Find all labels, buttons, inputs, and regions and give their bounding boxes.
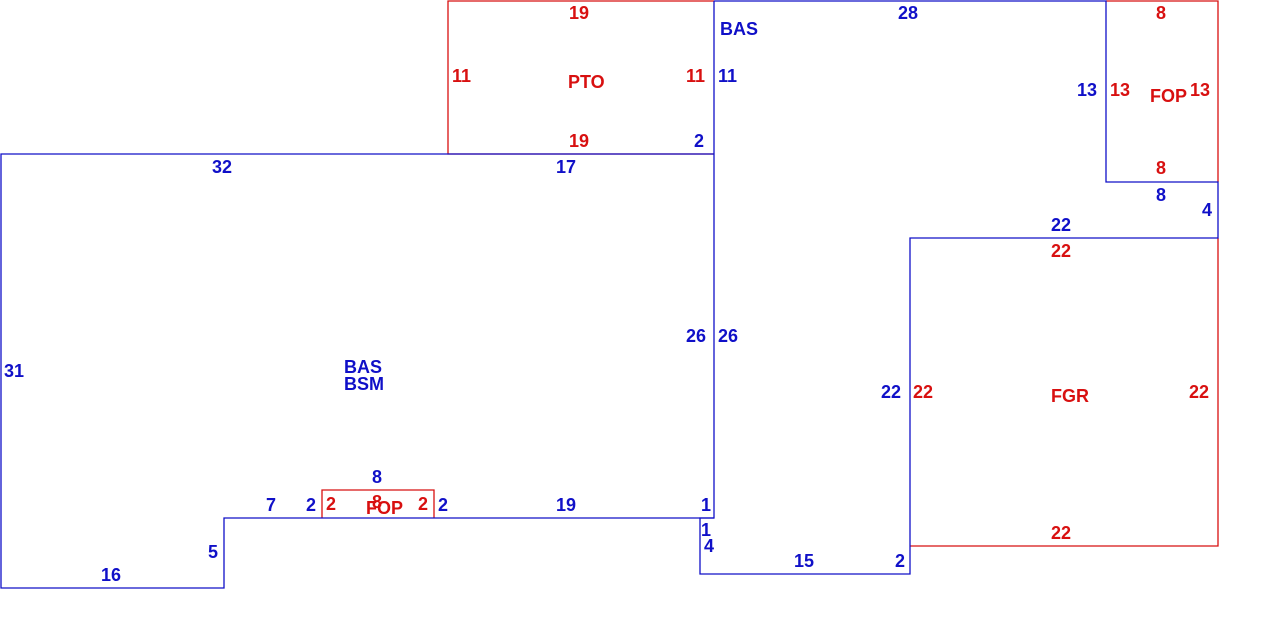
dim-main-step-vertical: 5 — [208, 542, 218, 562]
dim-pto-bottom: 19 — [569, 131, 589, 151]
dim-right-left-lower: 4 — [704, 536, 714, 556]
dim-fgr-right: 22 — [1189, 382, 1209, 402]
dim-main-right-step: 1 — [701, 495, 711, 515]
dim-main-bottom-left: 16 — [101, 565, 121, 585]
dim-right-pto-bottom: 2 — [694, 131, 704, 151]
bsm-code: BSM — [344, 374, 384, 394]
dim-main-fop-top: 8 — [372, 467, 382, 487]
dim-fop-bottom-left: 2 — [326, 494, 336, 514]
pto-code: PTO — [568, 72, 605, 92]
fop-top-outline — [1106, 0, 1219, 182]
dim-main-bottom-right: 19 — [556, 495, 576, 515]
dim-fop-bottom-top: 8 — [372, 492, 382, 512]
dim-right-fgr-side: 22 — [881, 382, 901, 402]
dim-right-fgr-top: 22 — [1051, 215, 1071, 235]
bas-right-code: BAS — [720, 19, 758, 39]
dim-right-fop-side: 13 — [1077, 80, 1097, 100]
dim-fop-top-right: 13 — [1190, 80, 1210, 100]
bas-right-outline — [699, 0, 1219, 575]
dim-main-left: 31 — [4, 361, 24, 381]
dim-main-fop-left: 2 — [306, 495, 316, 515]
fgr-outline — [910, 238, 1219, 547]
bas-main-code: BAS — [344, 357, 382, 377]
dim-pto-left: 11 — [452, 66, 471, 86]
dim-main-right-inner: 26 — [686, 326, 706, 346]
dim-fgr-top: 22 — [1051, 241, 1071, 261]
dim-fop-bottom-right: 2 — [418, 494, 428, 514]
dim-right-top: 28 — [898, 3, 918, 23]
fop-top-code: FOP — [1150, 86, 1187, 106]
dim-pto-right: 11 — [686, 66, 705, 86]
dim-fop-top-bottom: 8 — [1156, 158, 1166, 178]
dim-main-top-left: 32 — [212, 157, 232, 177]
fop-bottom-outline — [321, 489, 435, 518]
dim-right-fop-bottom: 8 — [1156, 185, 1166, 205]
dim-main-fop-right: 2 — [438, 495, 448, 515]
dim-right-notch: 4 — [1202, 200, 1212, 220]
dim-right-bottom: 15 — [794, 551, 814, 571]
dim-right-inner: 26 — [718, 326, 738, 346]
dim-fop-top-top: 8 — [1156, 3, 1166, 23]
fgr-code: FGR — [1051, 386, 1089, 406]
dim-pto-top: 19 — [569, 3, 589, 23]
dim-right-left-step: 1 — [701, 520, 711, 540]
fop-bottom-code: FOP — [366, 498, 403, 518]
dim-main-step-horizontal: 7 — [266, 495, 276, 515]
dim-right-pto-side: 11 — [718, 66, 737, 86]
bas-main-outline — [0, 1, 715, 589]
dim-main-top-right: 17 — [556, 157, 576, 177]
dim-fgr-left: 22 — [913, 382, 933, 402]
dim-fgr-bottom: 22 — [1051, 523, 1071, 543]
dim-fop-top-left: 13 — [1110, 80, 1130, 100]
dim-right-bottom-step: 2 — [895, 551, 905, 571]
